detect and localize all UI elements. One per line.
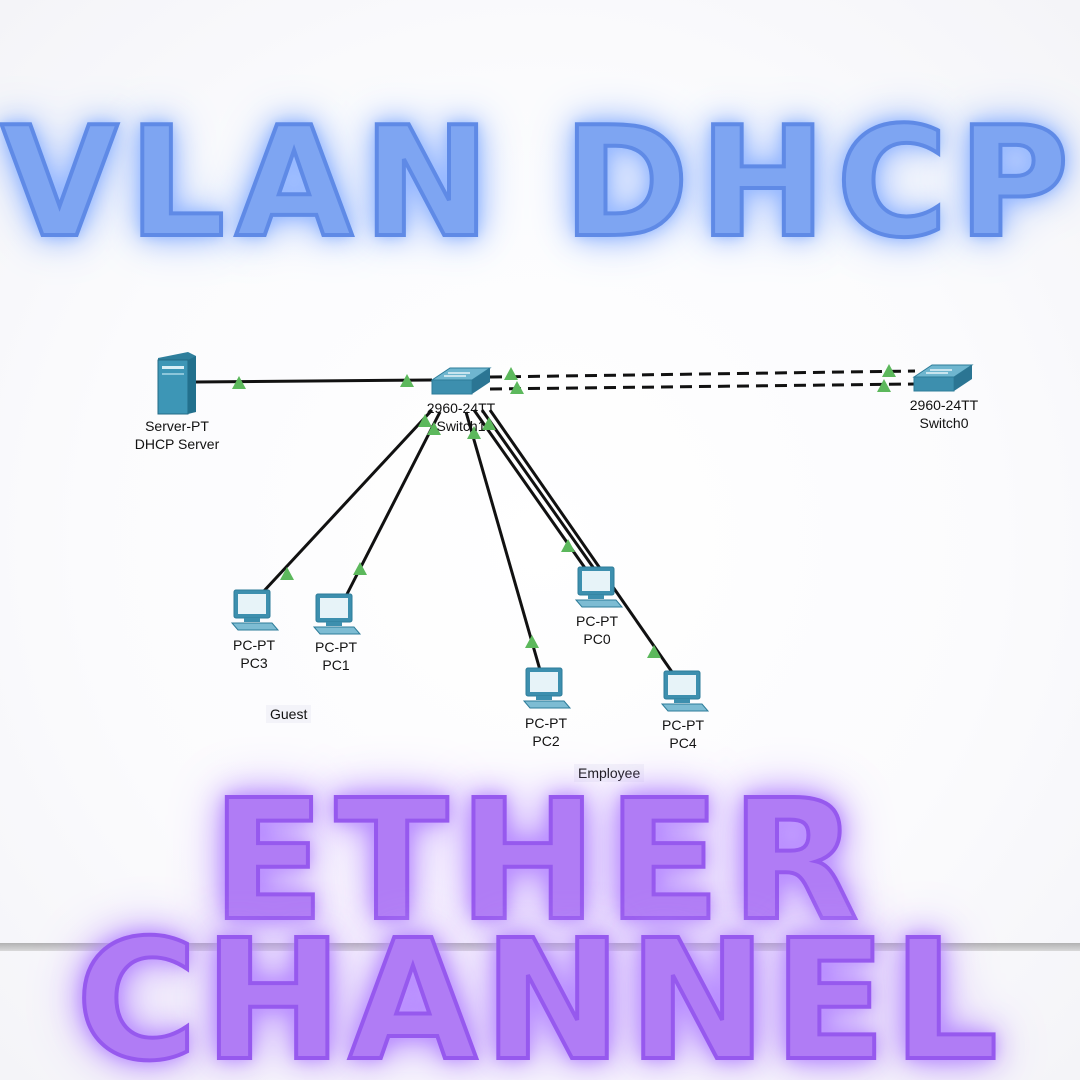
pc0-name: PC0 <box>583 631 611 647</box>
pc3-model: PC-PT <box>233 637 275 653</box>
switch0-label: 2960-24TT Switch0 <box>899 396 989 432</box>
link-switch1-pc0-b[interactable] <box>480 409 597 571</box>
link-switch1-pc3[interactable] <box>261 408 434 594</box>
port-up-indicator <box>504 367 518 380</box>
switch1-label: 2960-24TT Switch1 <box>416 399 506 435</box>
port-up-indicator <box>427 422 441 435</box>
port-up-indicator <box>353 562 367 575</box>
pc-icon[interactable] <box>574 566 624 608</box>
pc-icon[interactable] <box>230 589 280 631</box>
pc2-label: PC-PT PC2 <box>516 714 576 750</box>
pc1-label: PC-PT PC1 <box>306 638 366 674</box>
link-switch1-pc0-a[interactable] <box>472 409 587 569</box>
port-up-indicator <box>482 417 496 430</box>
link-switch1-pc4[interactable] <box>488 409 674 673</box>
port-up-indicator <box>647 645 661 658</box>
title-vlan-dhcp: VLAN DHCP <box>0 94 1080 271</box>
guest-area-label: Guest <box>266 705 312 723</box>
title-channel: CHANNEL <box>74 905 1005 1080</box>
pc4-label: PC-PT PC4 <box>653 716 713 752</box>
pc3-label: PC-PT PC3 <box>224 636 284 672</box>
pc3-name: PC3 <box>240 655 268 671</box>
pc-icon[interactable] <box>522 667 572 709</box>
port-up-indicator <box>467 426 481 439</box>
port-up-indicator <box>561 539 575 552</box>
pc4-name: PC4 <box>669 735 697 751</box>
switch0-model: 2960-24TT <box>909 397 979 413</box>
pc2-model: PC-PT <box>525 715 567 731</box>
server-model: Server-PT <box>145 418 209 434</box>
etherchannel-link-2[interactable] <box>489 382 916 391</box>
port-up-indicator <box>510 381 524 394</box>
pc0-model: PC-PT <box>576 613 618 629</box>
switch1-name: Switch1 <box>436 418 486 434</box>
port-up-indicator <box>280 567 294 580</box>
server-name: DHCP Server <box>134 436 220 452</box>
pc-icon[interactable] <box>660 670 710 712</box>
etherchannel-link-1[interactable] <box>489 369 916 379</box>
port-up-indicator <box>418 414 432 427</box>
link-switch1-pc2[interactable] <box>464 411 542 671</box>
port-up-indicator <box>882 364 896 377</box>
pc0-label: PC-PT PC0 <box>567 612 627 648</box>
port-status-indicators <box>232 364 896 658</box>
pc1-name: PC1 <box>322 657 350 673</box>
pc2-name: PC2 <box>532 733 560 749</box>
title-ether: ETHER <box>210 765 869 958</box>
switch0-name: Switch0 <box>919 415 969 431</box>
switch-icon[interactable] <box>912 364 974 392</box>
server-label: Server-PT DHCP Server <box>122 417 232 453</box>
switch-icon[interactable] <box>430 367 492 395</box>
port-up-indicator <box>400 374 414 387</box>
port-up-indicator <box>232 376 246 389</box>
employee-area-label: Employee <box>574 764 645 782</box>
divider-strip <box>0 943 1080 951</box>
pc-icon[interactable] <box>312 593 362 635</box>
port-up-indicator <box>525 635 539 648</box>
port-up-indicator <box>877 379 891 392</box>
switch1-model: 2960-24TT <box>426 400 496 416</box>
pc4-model: PC-PT <box>662 717 704 733</box>
server-icon[interactable] <box>157 352 196 415</box>
pc1-model: PC-PT <box>315 639 357 655</box>
link-server-switch1[interactable] <box>194 378 433 384</box>
